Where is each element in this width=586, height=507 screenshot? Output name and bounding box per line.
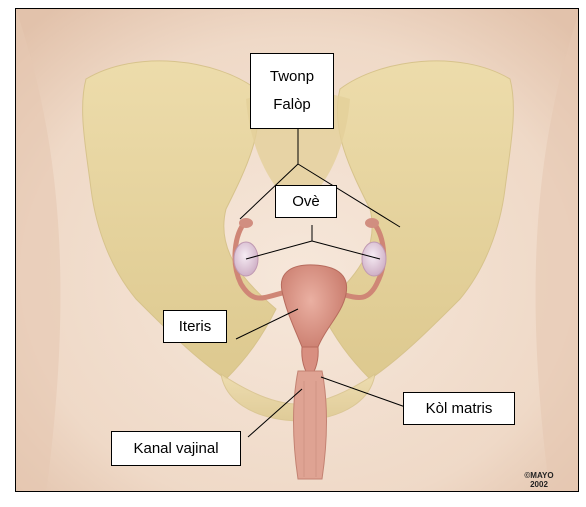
vaginal-canal-shape (294, 371, 327, 479)
copyright-credit: ©MAYO 2002 (517, 471, 561, 489)
uterus-label-text: Iteris (179, 314, 212, 340)
cervix-label-text: Kòl matris (426, 396, 493, 422)
ovary-label: Ovè (275, 185, 337, 218)
credit-line1: ©MAYO (517, 471, 561, 480)
diagram-frame: Twonp Falòp Ovè Iteris Kòl matris Kanal … (5, 5, 581, 502)
right-fimbria (365, 218, 379, 228)
right-ovary (362, 242, 386, 276)
vaginal-canal-label-text: Kanal vajinal (133, 436, 218, 462)
fallopian-tube-label-line1: Twonp (270, 63, 314, 91)
vaginal-canal-label: Kanal vajinal (111, 431, 241, 466)
uterus-label: Iteris (163, 310, 227, 343)
left-fimbria (239, 218, 253, 228)
fallopian-tube-label: Twonp Falòp (250, 53, 334, 129)
fallopian-tube-label-line2: Falòp (273, 91, 311, 119)
credit-line2: 2002 (517, 480, 561, 489)
cervix-label: Kòl matris (403, 392, 515, 425)
ovary-label-text: Ovè (292, 189, 320, 215)
